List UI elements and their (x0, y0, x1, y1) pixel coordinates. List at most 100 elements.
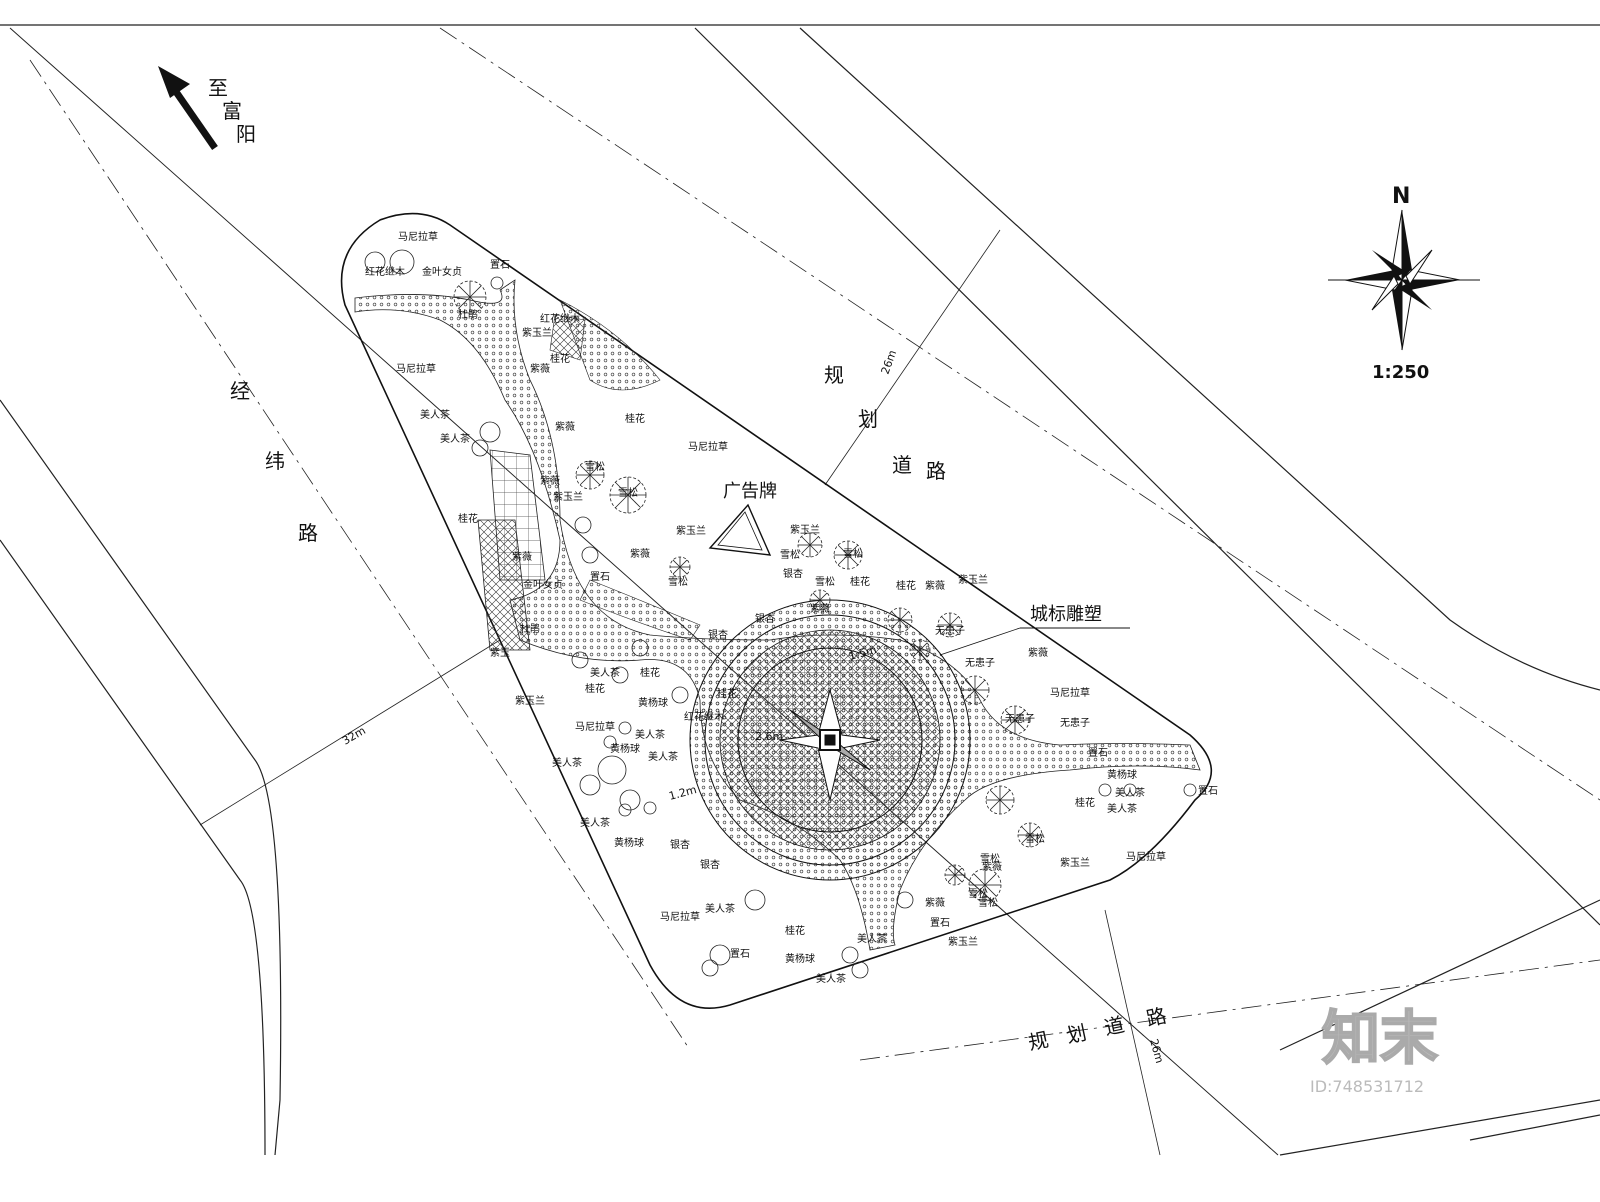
plant-label: 无患子 (1060, 717, 1090, 729)
tree-branch (801, 544, 811, 554)
plant-label: 紫玉兰 (522, 326, 552, 339)
svg-text:规: 规 (824, 363, 844, 387)
tree-symbols (364, 249, 1197, 979)
tree-branch (973, 873, 986, 886)
plant-label: 雪松 (780, 548, 800, 561)
scale-label: 1:250 (1372, 362, 1429, 383)
direction-char-3: 阳 (236, 122, 256, 146)
tree-branch (1029, 834, 1039, 844)
plant-label: 桂花 (458, 512, 478, 525)
svg-text:划: 划 (858, 407, 878, 431)
tree-icon (1098, 783, 1112, 797)
plant-label: 紫薇 (540, 475, 560, 487)
plant-label: 置石 (730, 948, 750, 960)
tree-icon (671, 686, 689, 704)
plant-label: 银杏 (755, 612, 775, 625)
tree-branch (589, 464, 601, 476)
plant-labels: 马尼拉草红花继木金叶女贞置石杜鹃红花继木紫玉兰桂花马尼拉草紫薇美人茶紫薇美人茶桂… (365, 230, 1218, 985)
plant-label: 置石 (1088, 747, 1108, 759)
plant-label: 黄杨球 (614, 836, 644, 849)
tree-icon (597, 755, 627, 785)
tree-icon (643, 801, 657, 815)
tree-branch (1021, 834, 1031, 844)
plant-label: 桂花 (640, 666, 660, 679)
svg-text:路: 路 (926, 459, 946, 483)
tree-branch (801, 536, 811, 546)
plant-label: 美人茶 (648, 750, 678, 763)
svg-text:规: 规 (1026, 1027, 1051, 1055)
plant-label: 杜鹃 (520, 622, 540, 635)
plant-label: 美人茶 (857, 932, 887, 945)
plant-label: 紫玉兰 (553, 490, 583, 503)
tree-branch (1004, 709, 1016, 721)
dim-south: 26m (1147, 1037, 1166, 1064)
svg-text:道: 道 (1102, 1012, 1127, 1040)
tree-branch (912, 649, 921, 658)
direction-char-2: 富 (222, 99, 242, 123)
tree-icon (618, 803, 632, 817)
tree-branch (919, 642, 928, 651)
svg-text:路: 路 (1144, 1003, 1169, 1031)
plant-label: 黄杨球 (785, 952, 815, 965)
tree-icon (1183, 783, 1197, 797)
plant-label: 紫薇 (810, 603, 830, 615)
plant-label: 置石 (930, 917, 950, 929)
plant-label: 银杏 (670, 838, 690, 851)
tree-icon (1123, 783, 1137, 797)
tree-icon (574, 516, 592, 534)
plant-label: 雪松 (668, 575, 688, 588)
plant-label: 桂花 (850, 575, 870, 588)
dimension-lines (199, 229, 1161, 1156)
central-plaza (689, 599, 971, 881)
plant-label: 杜鹃 (458, 308, 478, 321)
tree-branch (627, 481, 642, 496)
plant-label: 马尼拉草 (575, 720, 615, 733)
tree-branch (1004, 719, 1016, 731)
billboard-shape (708, 503, 772, 556)
plant-label: 桂花 (550, 352, 570, 365)
plant-label: 紫薇 (555, 421, 575, 433)
tree-branch (847, 544, 859, 556)
west-road-label: 经 纬 路 (230, 379, 318, 545)
plant-label: 美人茶 (580, 816, 610, 829)
plant-label: 美人茶 (552, 756, 582, 769)
plant-label: 置石 (490, 259, 510, 271)
tree-branch (912, 642, 921, 651)
plant-label: 雪松 (815, 575, 835, 588)
plant-label: 黄杨球 (610, 742, 640, 755)
tree-branch (999, 799, 1011, 811)
tree-branch (579, 464, 591, 476)
svg-text:划: 划 (1064, 1020, 1089, 1048)
tree-icon (618, 721, 632, 735)
plant-label: 无患子 (965, 657, 995, 669)
plant-label: 马尼拉草 (396, 362, 436, 375)
tree-branch (672, 566, 681, 575)
plant-label: 红花继木 (365, 265, 405, 278)
north-compass: N 1:250 (1328, 184, 1480, 383)
svg-text:纬: 纬 (265, 449, 285, 473)
plant-label: 紫玉兰 (676, 524, 706, 537)
watermark-id: ID:748531712 (1310, 1077, 1424, 1096)
dim-west: 32m (340, 724, 368, 748)
tree-icon (479, 421, 501, 443)
tree-icon (896, 891, 914, 909)
plant-label: 金叶女贞 (523, 578, 563, 591)
direction-arrow: 至 富 阳 (158, 66, 256, 150)
tree-branch (809, 544, 819, 554)
plant-label: 桂花 (717, 687, 737, 700)
plant-label: 紫玉兰 (948, 935, 978, 948)
sculpture-label: 城标雕塑 (1030, 604, 1102, 625)
tree-branch (847, 554, 859, 566)
plant-label: 美人茶 (420, 408, 450, 421)
tree-branch (974, 679, 986, 691)
tree-icon (851, 961, 869, 979)
billboard-label: 广告牌 (723, 481, 777, 502)
tree-icon (389, 249, 415, 275)
plant-label: 紫玉 (490, 647, 510, 659)
plant-label: 美人茶 (705, 902, 735, 915)
tree-branch (469, 285, 482, 298)
tree-branch (899, 619, 909, 629)
tree-icon (581, 546, 599, 564)
plant-label: 紫薇 (530, 363, 550, 375)
dim-plaza-a: 1.2m (667, 783, 698, 803)
